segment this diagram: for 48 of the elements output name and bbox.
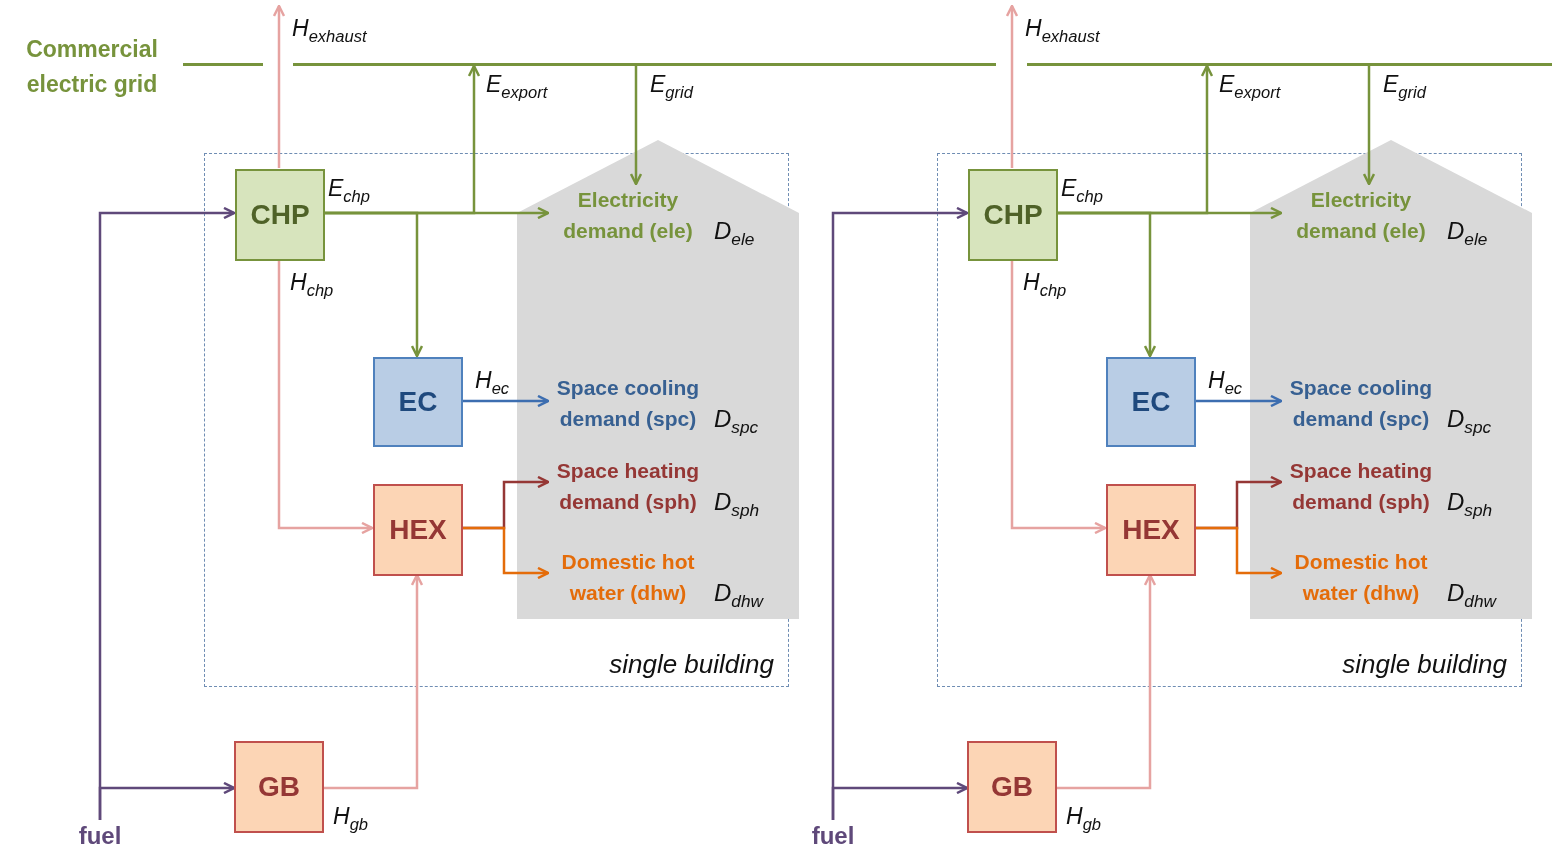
process-box: EC	[373, 357, 463, 447]
demand-label: Electricity demand (ele)	[562, 187, 694, 244]
arrow	[831, 781, 969, 820]
arrow	[324, 211, 424, 358]
arrow	[98, 781, 236, 820]
arrow	[1010, 260, 1107, 535]
grid-label: Commercial electric grid	[25, 35, 159, 99]
demand-label: Space cooling demand (spc)	[555, 375, 701, 432]
demand-label: Domestic hot water (dhw)	[560, 549, 696, 606]
arrow	[462, 526, 550, 580]
house-shape	[517, 140, 799, 619]
demand-label: Space heating demand (sph)	[555, 458, 701, 515]
arrow	[462, 394, 550, 408]
arrow	[1057, 211, 1157, 358]
process-box: HEX	[373, 484, 463, 576]
process-box: GB	[234, 741, 324, 833]
demand-symbol: D$_{spc}$	[714, 404, 759, 434]
demand-symbol: D$_{spc}$	[1447, 404, 1492, 434]
process-box: EC	[1106, 357, 1196, 447]
process-box: GB	[967, 741, 1057, 833]
demand-symbol: D$_{ele}$	[1447, 216, 1488, 246]
arrow	[1195, 526, 1283, 580]
arrow	[324, 573, 424, 790]
demand-label: Space heating demand (sph)	[1288, 458, 1434, 515]
demand-label: Space cooling demand (spc)	[1288, 375, 1434, 432]
boundary-label: single building	[1342, 649, 1507, 680]
arrow	[1195, 394, 1283, 408]
demand-symbol: D$_{dhw}$	[714, 578, 764, 608]
process-box: CHP	[235, 169, 325, 261]
arrow	[1057, 573, 1157, 790]
process-box: HEX	[1106, 484, 1196, 576]
house-shape	[1250, 140, 1532, 619]
fuel-label: fuel	[74, 820, 126, 852]
demand-label: Electricity demand (ele)	[1295, 187, 1427, 244]
demand-symbol: D$_{sph}$	[1447, 487, 1493, 517]
process-box: CHP	[968, 169, 1058, 261]
arrow	[277, 260, 374, 535]
arrow	[1362, 66, 1376, 186]
arrow	[1005, 4, 1019, 168]
grid-line	[183, 63, 1552, 66]
demand-symbol: D$_{sph}$	[714, 487, 760, 517]
arrow	[272, 4, 286, 168]
arrow	[629, 66, 643, 186]
demand-symbol: D$_{ele}$	[714, 216, 755, 246]
fuel-label: fuel	[807, 820, 859, 852]
boundary-label: single building	[609, 649, 774, 680]
demand-symbol: D$_{dhw}$	[1447, 578, 1497, 608]
demand-label: Domestic hot water (dhw)	[1293, 549, 1429, 606]
